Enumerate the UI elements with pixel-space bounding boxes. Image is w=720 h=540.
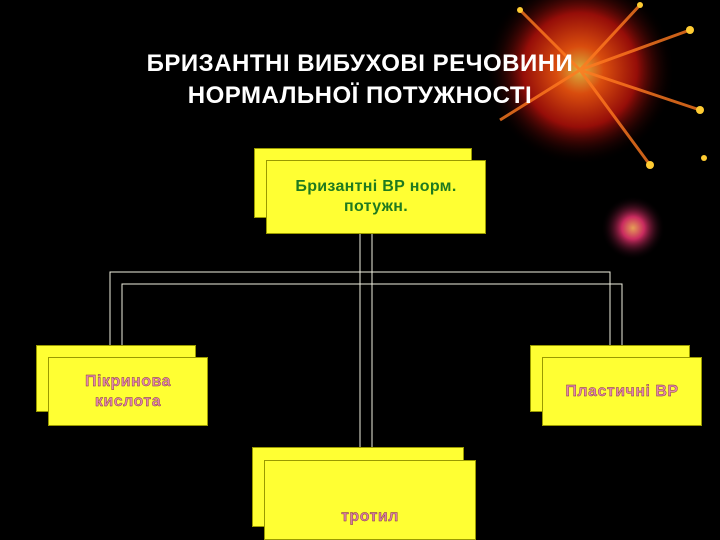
left-node-box: Пікринова кислота <box>48 357 208 426</box>
connector-right-inner <box>372 283 623 345</box>
connector-left-inner <box>121 232 373 345</box>
connector-left-outer <box>109 232 361 345</box>
left-label-line-1: Пікринова <box>84 372 172 390</box>
slide-title-line-1: БРИЗАНТНІ ВИБУХОВІ РЕЧОВИНИ <box>146 50 574 77</box>
root-label-line-1: Бризантні ВР норм. <box>295 178 457 195</box>
bottom-label: тротил <box>341 508 399 525</box>
bottom-node: тротил <box>252 447 476 540</box>
firework-burst <box>485 0 675 165</box>
root-node: Бризантні ВР норм. потужн. <box>254 148 486 234</box>
left-label-line-2: кислота <box>94 392 162 410</box>
root-label-line-2: потужн. <box>344 198 408 215</box>
right-node: Пластичні ВР <box>530 345 702 426</box>
bottom-node-box: тротил <box>264 460 476 540</box>
firework-rays <box>499 3 701 166</box>
firework-sparks <box>517 2 707 169</box>
slide-title-line-2: НОРМАЛЬНОЇ ПОТУЖНОСТІ <box>187 82 533 109</box>
root-node-box: Бризантні ВР норм. потужн. <box>266 160 486 234</box>
left-node: Пікринова кислота <box>36 345 208 426</box>
connector-right-outer <box>360 271 611 345</box>
right-node-box: Пластичні ВР <box>542 357 702 426</box>
firework-glow <box>601 196 665 260</box>
right-label: Пластичні ВР <box>565 382 679 400</box>
slide-title: БРИЗАНТНІ ВИБУХОВІ РЕЧОВИНИ НОРМАЛЬНОЇ П… <box>40 48 680 112</box>
